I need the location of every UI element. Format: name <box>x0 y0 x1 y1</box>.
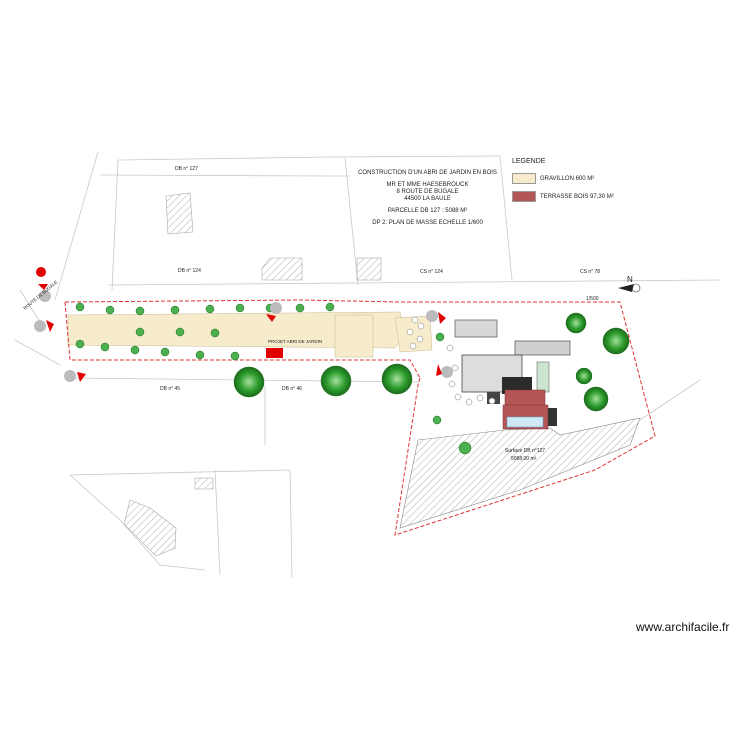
watermark: www.archifacile.fr <box>636 620 730 634</box>
title-block: CONSTRUCTION D'UN ABRI DE JARDIN EN BOIS… <box>355 170 500 227</box>
surface-label-1: Surface DB n°127 <box>505 448 545 454</box>
legend-swatch-gravel <box>512 173 536 184</box>
label-cs124: CS n° 124 <box>420 269 443 275</box>
photo-marker-6 <box>436 364 453 378</box>
title-line-5: PARCELLE DB 127 : 5088 M² <box>387 208 468 214</box>
photo-marker-4 <box>266 302 282 322</box>
legend-label-terrace: TERRASSE BOIS 97,30 M² <box>540 193 614 200</box>
photo-markers <box>34 267 453 382</box>
title-line-2: MR ET MME HAESEBROUCK <box>386 182 469 188</box>
legend-heading: LEGENDE <box>512 158 546 165</box>
photo-marker-3 <box>64 370 86 382</box>
north-arrow <box>618 283 641 293</box>
label-cs78: CS n° 78 <box>580 269 600 275</box>
parcel-boundary <box>64 299 656 536</box>
photo-marker-2 <box>38 284 51 302</box>
legend-swatch-terrace <box>512 191 536 202</box>
surface-hatched-zone <box>399 417 641 529</box>
title-line-1: CONSTRUCTION D'UN ABRI DE JARDIN EN BOIS <box>358 170 497 176</box>
legend-item-terrace: TERRASSE BOIS 97,30 M² <box>512 191 622 202</box>
trees <box>233 312 630 412</box>
scale-label: 1/500 <box>586 296 599 302</box>
label-db124: DB n° 124 <box>178 268 201 274</box>
cadastral-lines <box>14 151 721 579</box>
label-db127-top: DB n° 127 <box>175 166 198 172</box>
photo-marker-1 <box>34 320 54 332</box>
legend-item-gravel: GRAVILLON 600 M² <box>512 173 622 184</box>
rock-clusters <box>406 316 496 406</box>
legend: LEGENDE GRAVILLON 600 M² TERRASSE BOIS 9… <box>512 158 622 209</box>
title-line-3: 8 ROUTE DE BUGALE <box>396 189 459 195</box>
shrubs <box>75 302 472 455</box>
garden-shed <box>266 348 283 358</box>
neighbor-buildings <box>123 192 382 557</box>
label-db-left: DB n° 45 <box>160 386 180 392</box>
legend-label-gravel: GRAVILLON 600 M² <box>540 175 595 182</box>
surface-label-2: 5088,00 m² <box>511 456 537 462</box>
project-label: PROJET ABRI DE JARDIN <box>268 339 322 344</box>
terrace-and-pool <box>502 389 557 430</box>
photo-marker-5 <box>426 310 446 324</box>
label-db-mid: DB n° 46 <box>282 386 302 392</box>
north-label: N <box>627 275 633 284</box>
title-line-4: 44500 LA BAULE <box>404 196 451 202</box>
gravel-driveway <box>67 311 433 358</box>
title-line-6: DP 2: PLAN DE MASSE ECHELLE 1/600 <box>372 220 483 226</box>
